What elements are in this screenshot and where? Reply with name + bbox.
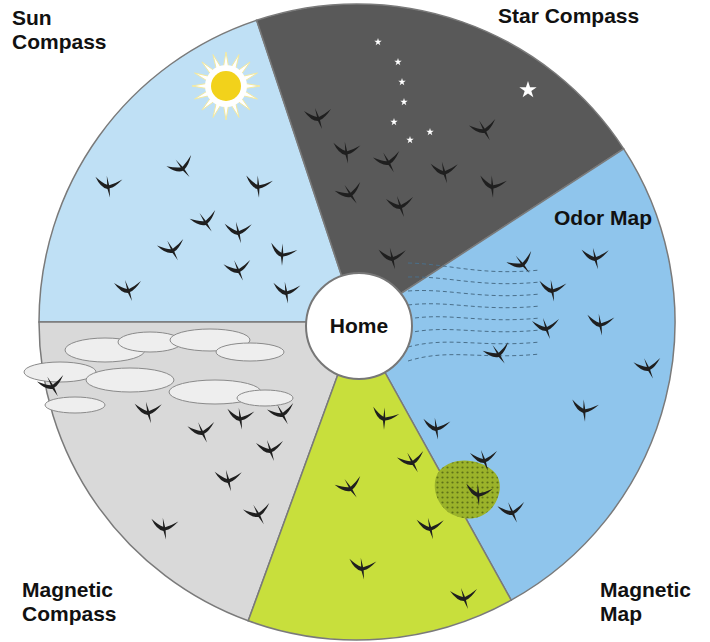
home-label: Home [330, 314, 388, 338]
sector-title: Sun Compass [12, 6, 142, 53]
sector-title: Magnetic Map [600, 578, 704, 625]
sector-label: Magnetic Map [600, 578, 704, 625]
star [390, 118, 397, 125]
bird [367, 404, 400, 433]
bird [420, 416, 450, 441]
bird [476, 173, 508, 200]
sector-title: Odor Map [554, 206, 704, 230]
bird [462, 481, 494, 508]
star [394, 58, 401, 65]
odor-trail [408, 354, 540, 361]
bird [242, 502, 272, 527]
sector-fill [248, 322, 511, 640]
bird [223, 221, 252, 244]
star [398, 78, 405, 85]
star [426, 128, 433, 135]
star [400, 98, 407, 105]
bird [148, 516, 178, 541]
sector-label: Sun Compass [12, 6, 142, 53]
bird [213, 469, 242, 492]
bird [224, 406, 254, 431]
bird [633, 357, 662, 380]
cloud [86, 368, 174, 392]
bird [346, 556, 376, 581]
bird [187, 421, 216, 444]
odor-trail [408, 304, 540, 308]
bird [156, 238, 186, 263]
bird [468, 118, 498, 143]
cloud [216, 343, 284, 361]
bird [497, 501, 526, 524]
bird [429, 161, 458, 184]
bird [270, 280, 300, 305]
bird [256, 440, 283, 461]
cloud [237, 390, 293, 406]
odor-trail [408, 342, 540, 347]
bird [265, 240, 298, 269]
bird [482, 341, 514, 368]
star [406, 136, 413, 143]
bird [584, 312, 614, 337]
sector-title: Magnetic Compass [22, 578, 132, 625]
bird [334, 475, 366, 502]
bird [386, 196, 413, 217]
bird [266, 402, 296, 427]
odor-trail [408, 330, 540, 333]
odor-trail [408, 277, 540, 284]
bird [505, 250, 538, 279]
odor-trail [408, 291, 540, 296]
sector-label: Star Compass [498, 4, 648, 28]
bird [334, 181, 366, 208]
sector-label: Magnetic Compass [22, 578, 132, 625]
bird [304, 108, 331, 129]
bird [580, 247, 609, 270]
bird [372, 150, 402, 175]
bird [165, 154, 198, 183]
bird [532, 318, 559, 339]
sector-title: Star Compass [498, 4, 648, 28]
bird [470, 450, 497, 471]
bird [415, 517, 444, 540]
odor-trail [408, 317, 540, 320]
bird [114, 280, 141, 301]
cloud [45, 397, 105, 413]
bird [242, 173, 274, 200]
bird [330, 140, 360, 165]
bird [133, 401, 162, 424]
bird [568, 397, 600, 424]
bird [36, 374, 66, 399]
home-circle-shape: Home [305, 272, 413, 380]
bird [377, 247, 406, 270]
bird [450, 588, 477, 609]
star [374, 38, 381, 45]
sun [192, 52, 260, 120]
map-area [435, 461, 500, 519]
bird [536, 278, 566, 303]
bird [396, 450, 426, 475]
star [519, 81, 536, 97]
sector-label: Odor Map [554, 206, 704, 230]
bird [223, 259, 252, 282]
bird [189, 209, 221, 236]
bird [92, 174, 122, 199]
